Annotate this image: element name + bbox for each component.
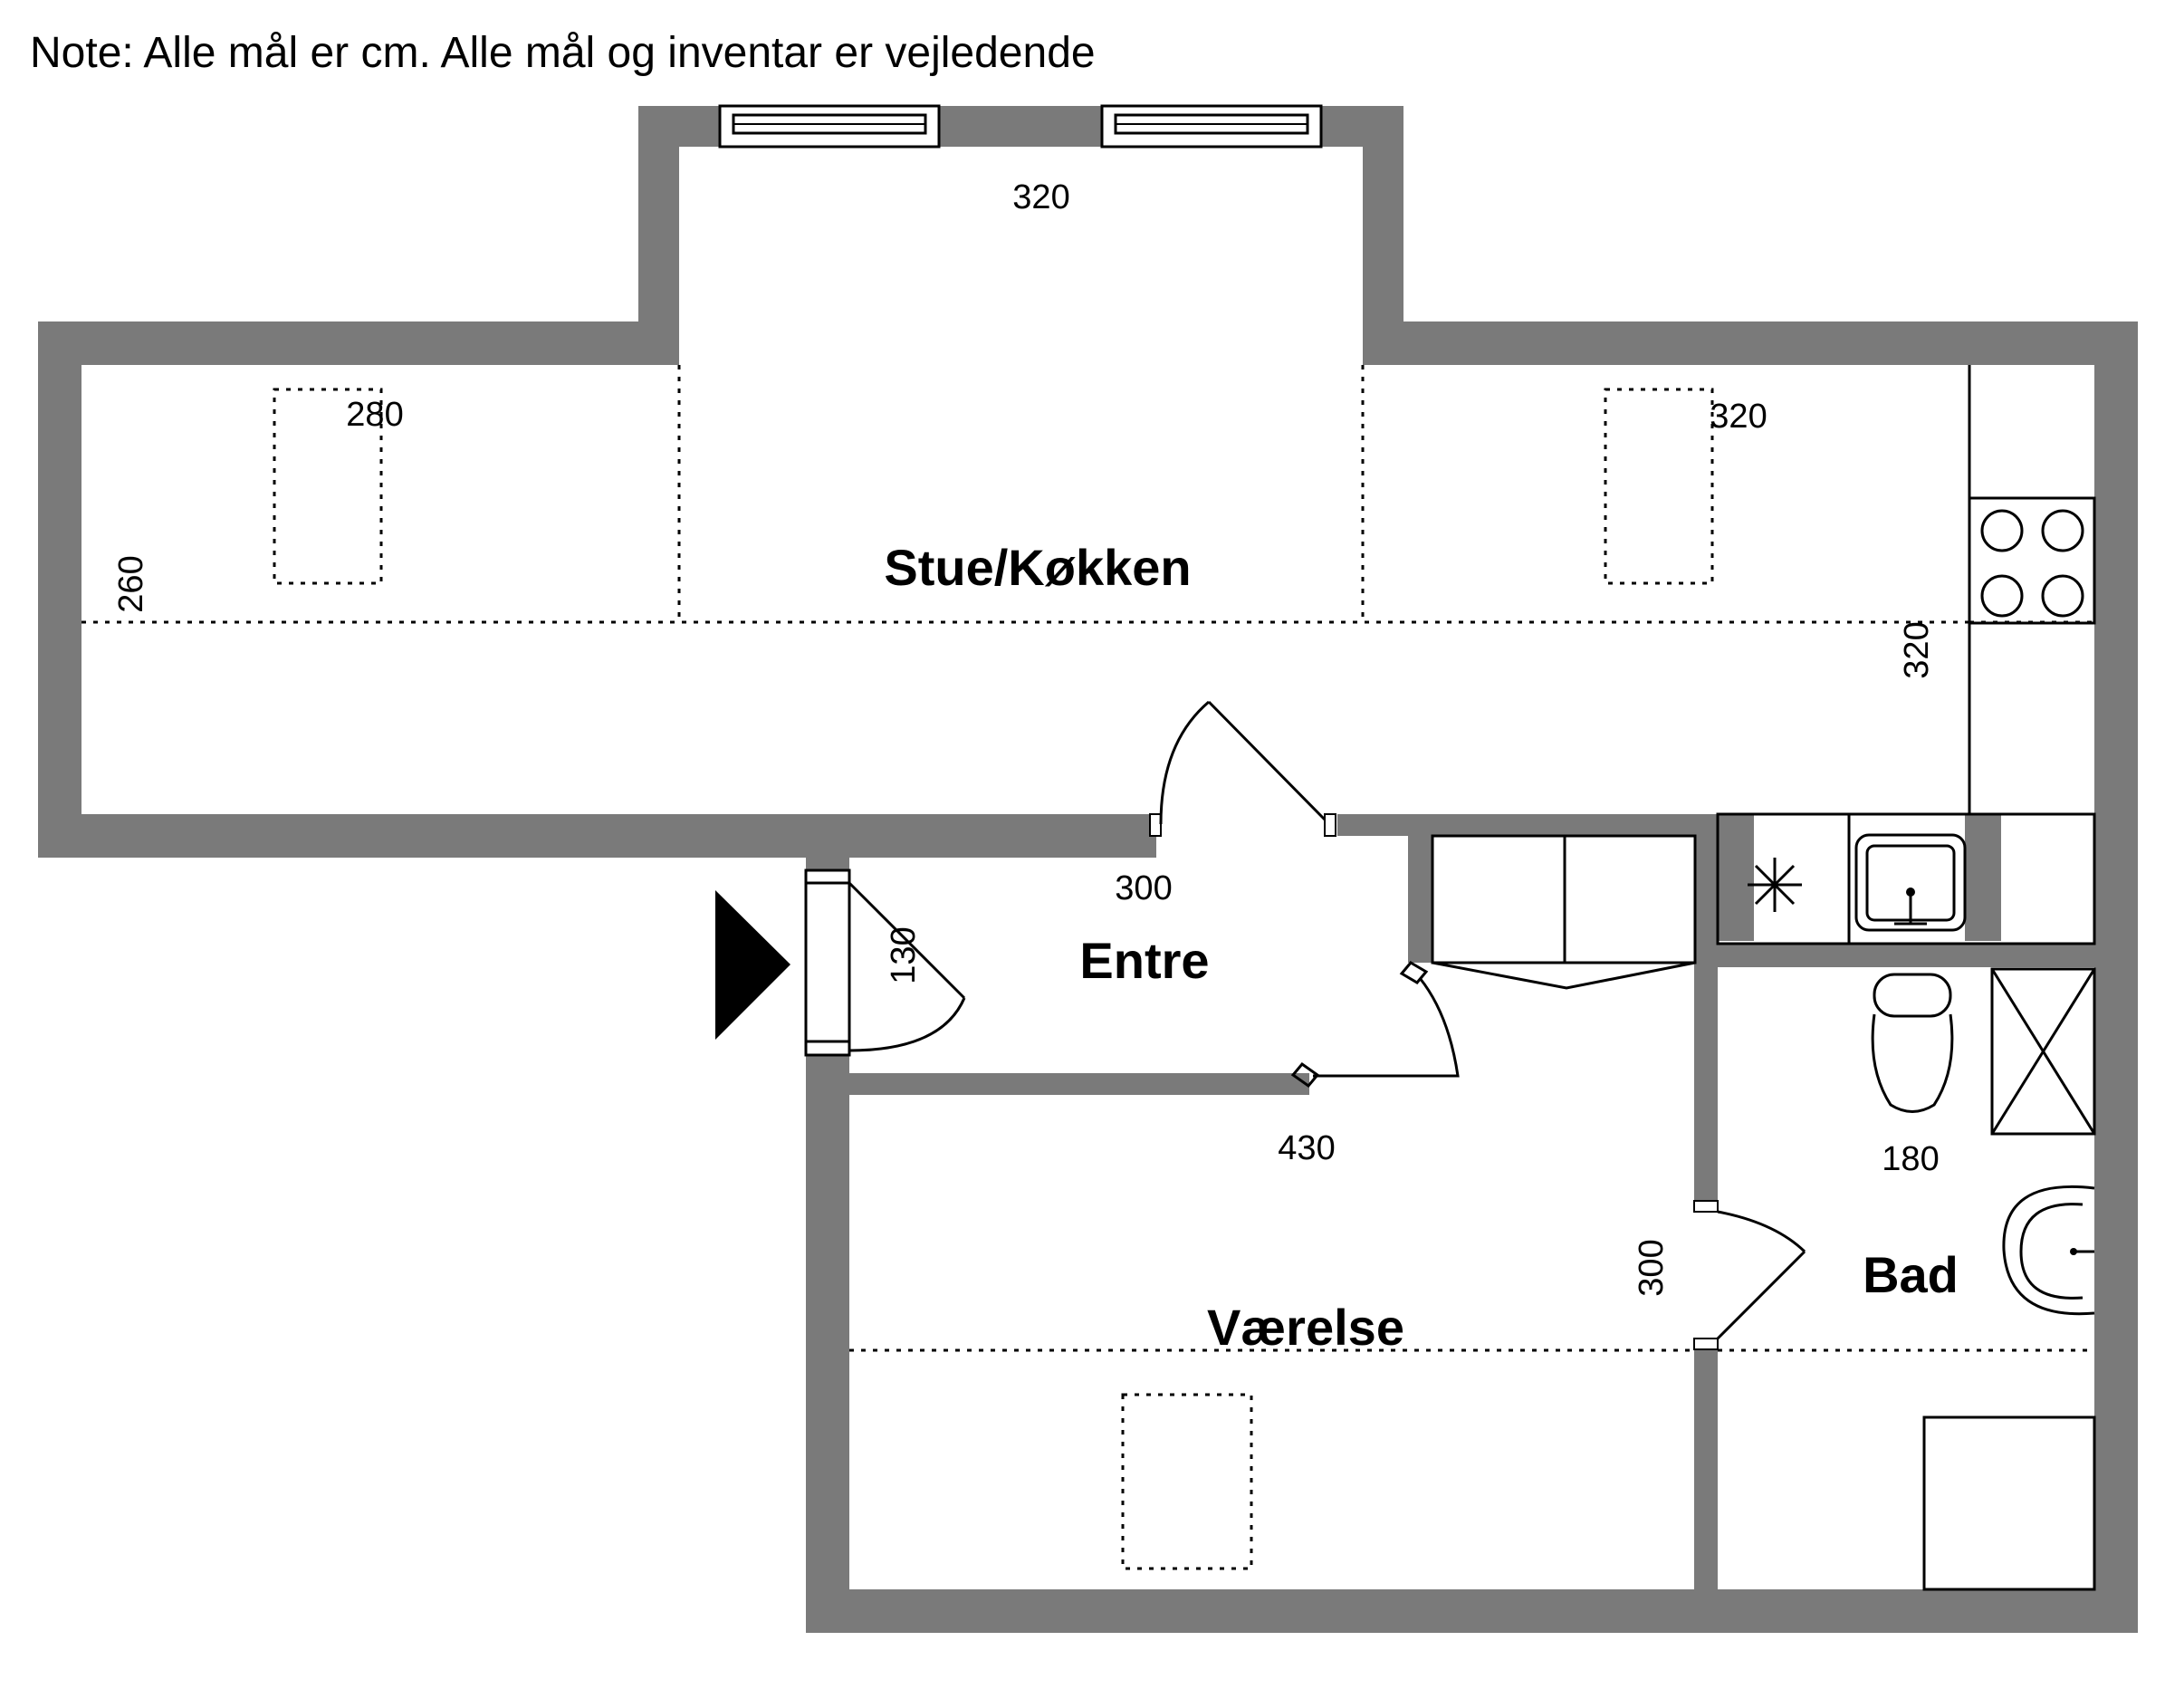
ventilation-icon bbox=[1748, 858, 1802, 912]
door-main-entrance bbox=[804, 868, 966, 1057]
kitchen bbox=[1716, 365, 2096, 945]
dimension-living-left: 280 bbox=[346, 396, 403, 434]
skylights bbox=[273, 388, 1714, 1570]
wall-top-left bbox=[38, 321, 676, 365]
toilet-icon bbox=[1871, 973, 1954, 1113]
wall-bath-top bbox=[1694, 814, 1718, 1201]
wardrobe-doors bbox=[1432, 961, 1696, 990]
dimension-bedroom-width: 430 bbox=[1278, 1129, 1335, 1167]
kitchen-sink-icon bbox=[1854, 833, 1967, 932]
door-living-entry bbox=[1149, 700, 1336, 837]
wall-entry-bedroom bbox=[849, 1073, 1309, 1095]
wall-bath-kitchen bbox=[1718, 944, 2094, 967]
doors bbox=[804, 700, 1806, 1350]
wall-entry-left-bottom bbox=[806, 1055, 849, 1633]
plan-note: Note: Alle mål er cm. Alle mål og invent… bbox=[30, 29, 1096, 77]
wall-bottom bbox=[806, 1589, 2138, 1633]
washbasin-icon bbox=[2002, 1185, 2095, 1316]
walls bbox=[38, 106, 2138, 1633]
windows bbox=[718, 104, 1323, 149]
door-bathroom bbox=[1693, 1200, 1806, 1350]
bathroom-fixtures bbox=[1871, 967, 2096, 1591]
dimension-entrance-width: 300 bbox=[1115, 869, 1172, 907]
skylight-right bbox=[1604, 388, 1714, 585]
shower-icon bbox=[1990, 967, 2096, 1136]
dimension-bay-width: 320 bbox=[1012, 178, 1069, 216]
window-left bbox=[718, 104, 941, 149]
door-bedroom bbox=[1290, 961, 1460, 1089]
washing-machine-box bbox=[1922, 1415, 2096, 1591]
dimension-living-right-depth: 320 bbox=[1898, 621, 1936, 678]
room-label-entrance: Entre bbox=[1079, 932, 1209, 989]
wall-closet-left bbox=[1408, 836, 1432, 963]
dimension-bedroom-depth: 300 bbox=[1633, 1239, 1671, 1296]
wall-right bbox=[2094, 321, 2138, 1633]
wall-living-bottom-left bbox=[38, 814, 1156, 858]
dimension-entrance-depth: 130 bbox=[885, 926, 923, 984]
skylight-bedroom bbox=[1121, 1393, 1253, 1570]
wardrobe bbox=[1431, 834, 1697, 990]
window-right bbox=[1100, 104, 1323, 149]
room-label-living: Stue/Køkken bbox=[884, 539, 1191, 596]
wall-kitchen-left bbox=[1718, 814, 1754, 941]
stove-icon bbox=[1968, 496, 2096, 625]
dimension-bathroom-width: 180 bbox=[1882, 1140, 1939, 1178]
wall-bath-bottom bbox=[1694, 1349, 1718, 1589]
wall-left bbox=[38, 321, 81, 858]
kitchen-counter-lower bbox=[1716, 812, 2096, 945]
wall-entry-left-top bbox=[806, 814, 849, 870]
dimension-living-right: 320 bbox=[1710, 398, 1767, 436]
room-label-bathroom: Bad bbox=[1863, 1246, 1959, 1303]
dimension-living-left-depth: 260 bbox=[112, 555, 150, 612]
wall-living-bottom-right bbox=[1337, 814, 1718, 836]
room-label-bedroom: Værelse bbox=[1207, 1299, 1404, 1356]
entrance-arrow-icon bbox=[715, 890, 790, 1040]
skylight-left bbox=[273, 388, 383, 585]
wall-top-right bbox=[1363, 321, 2138, 365]
wall-kitchen-right bbox=[1965, 814, 2001, 941]
